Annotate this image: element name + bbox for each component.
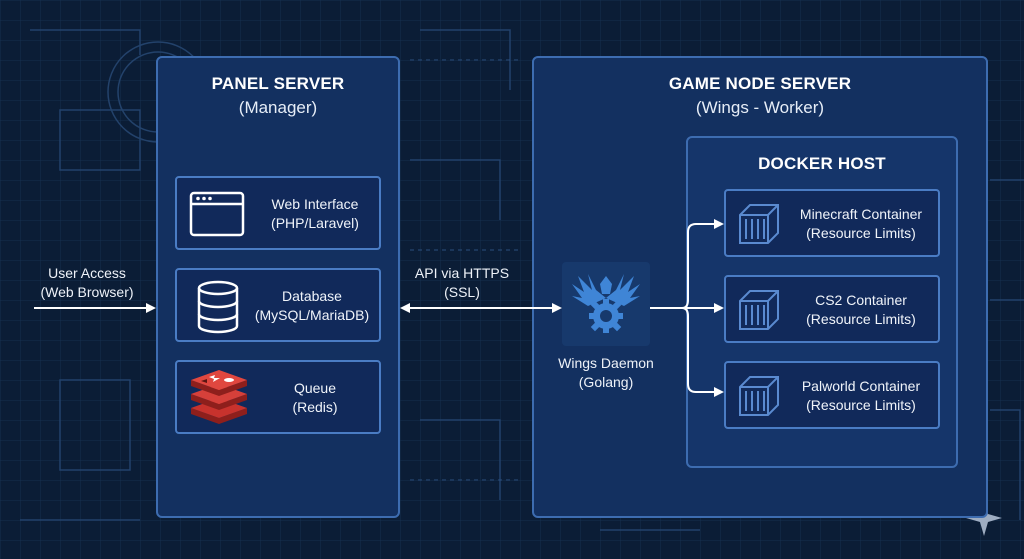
node-server-subtitle: (Wings - Worker) <box>695 98 825 117</box>
palworld-container-label: Palworld Container (Resource Limits) <box>801 378 921 413</box>
queue-label: Queue (Redis) <box>292 380 338 415</box>
queue-box[interactable]: Queue (Redis) <box>175 360 381 434</box>
container-icon <box>739 376 779 416</box>
panel-server-subtitle: (Manager) <box>238 98 318 117</box>
container-icon <box>739 204 779 244</box>
sparkle-icon <box>966 500 1002 536</box>
browser-window-icon <box>189 191 245 237</box>
cs2-container-label: CS2 Container (Resource Limits) <box>806 292 916 327</box>
minecraft-container-label: Minecraft Container (Resource Limits) <box>799 206 923 241</box>
user-access-label: User Access (Web Browser) <box>40 265 134 300</box>
wings-daemon-node[interactable] <box>562 262 650 346</box>
database-box[interactable]: Database (MySQL/MariaDB) <box>175 268 381 342</box>
database-icon <box>197 280 239 334</box>
cs2-container-box[interactable]: CS2 Container (Resource Limits) <box>724 275 940 343</box>
wings-daemon-label: Wings Daemon (Golang) <box>558 355 654 390</box>
database-label: Database (MySQL/MariaDB) <box>254 288 370 323</box>
minecraft-container-box[interactable]: Minecraft Container (Resource Limits) <box>724 189 940 257</box>
web-interface-label: Web Interface (PHP/Laravel) <box>271 196 359 231</box>
node-server-title: GAME NODE SERVER <box>668 74 852 93</box>
wings-gear-icon <box>572 274 640 333</box>
web-interface-box[interactable]: Web Interface (PHP/Laravel) <box>175 176 381 250</box>
panel-server-title: PANEL SERVER <box>211 74 345 93</box>
container-icon <box>739 290 779 330</box>
palworld-container-box[interactable]: Palworld Container (Resource Limits) <box>724 361 940 429</box>
docker-host-title: DOCKER HOST <box>758 154 886 173</box>
api-link-label: API via HTTPS (SSL) <box>414 265 510 300</box>
redis-icon <box>191 370 247 424</box>
